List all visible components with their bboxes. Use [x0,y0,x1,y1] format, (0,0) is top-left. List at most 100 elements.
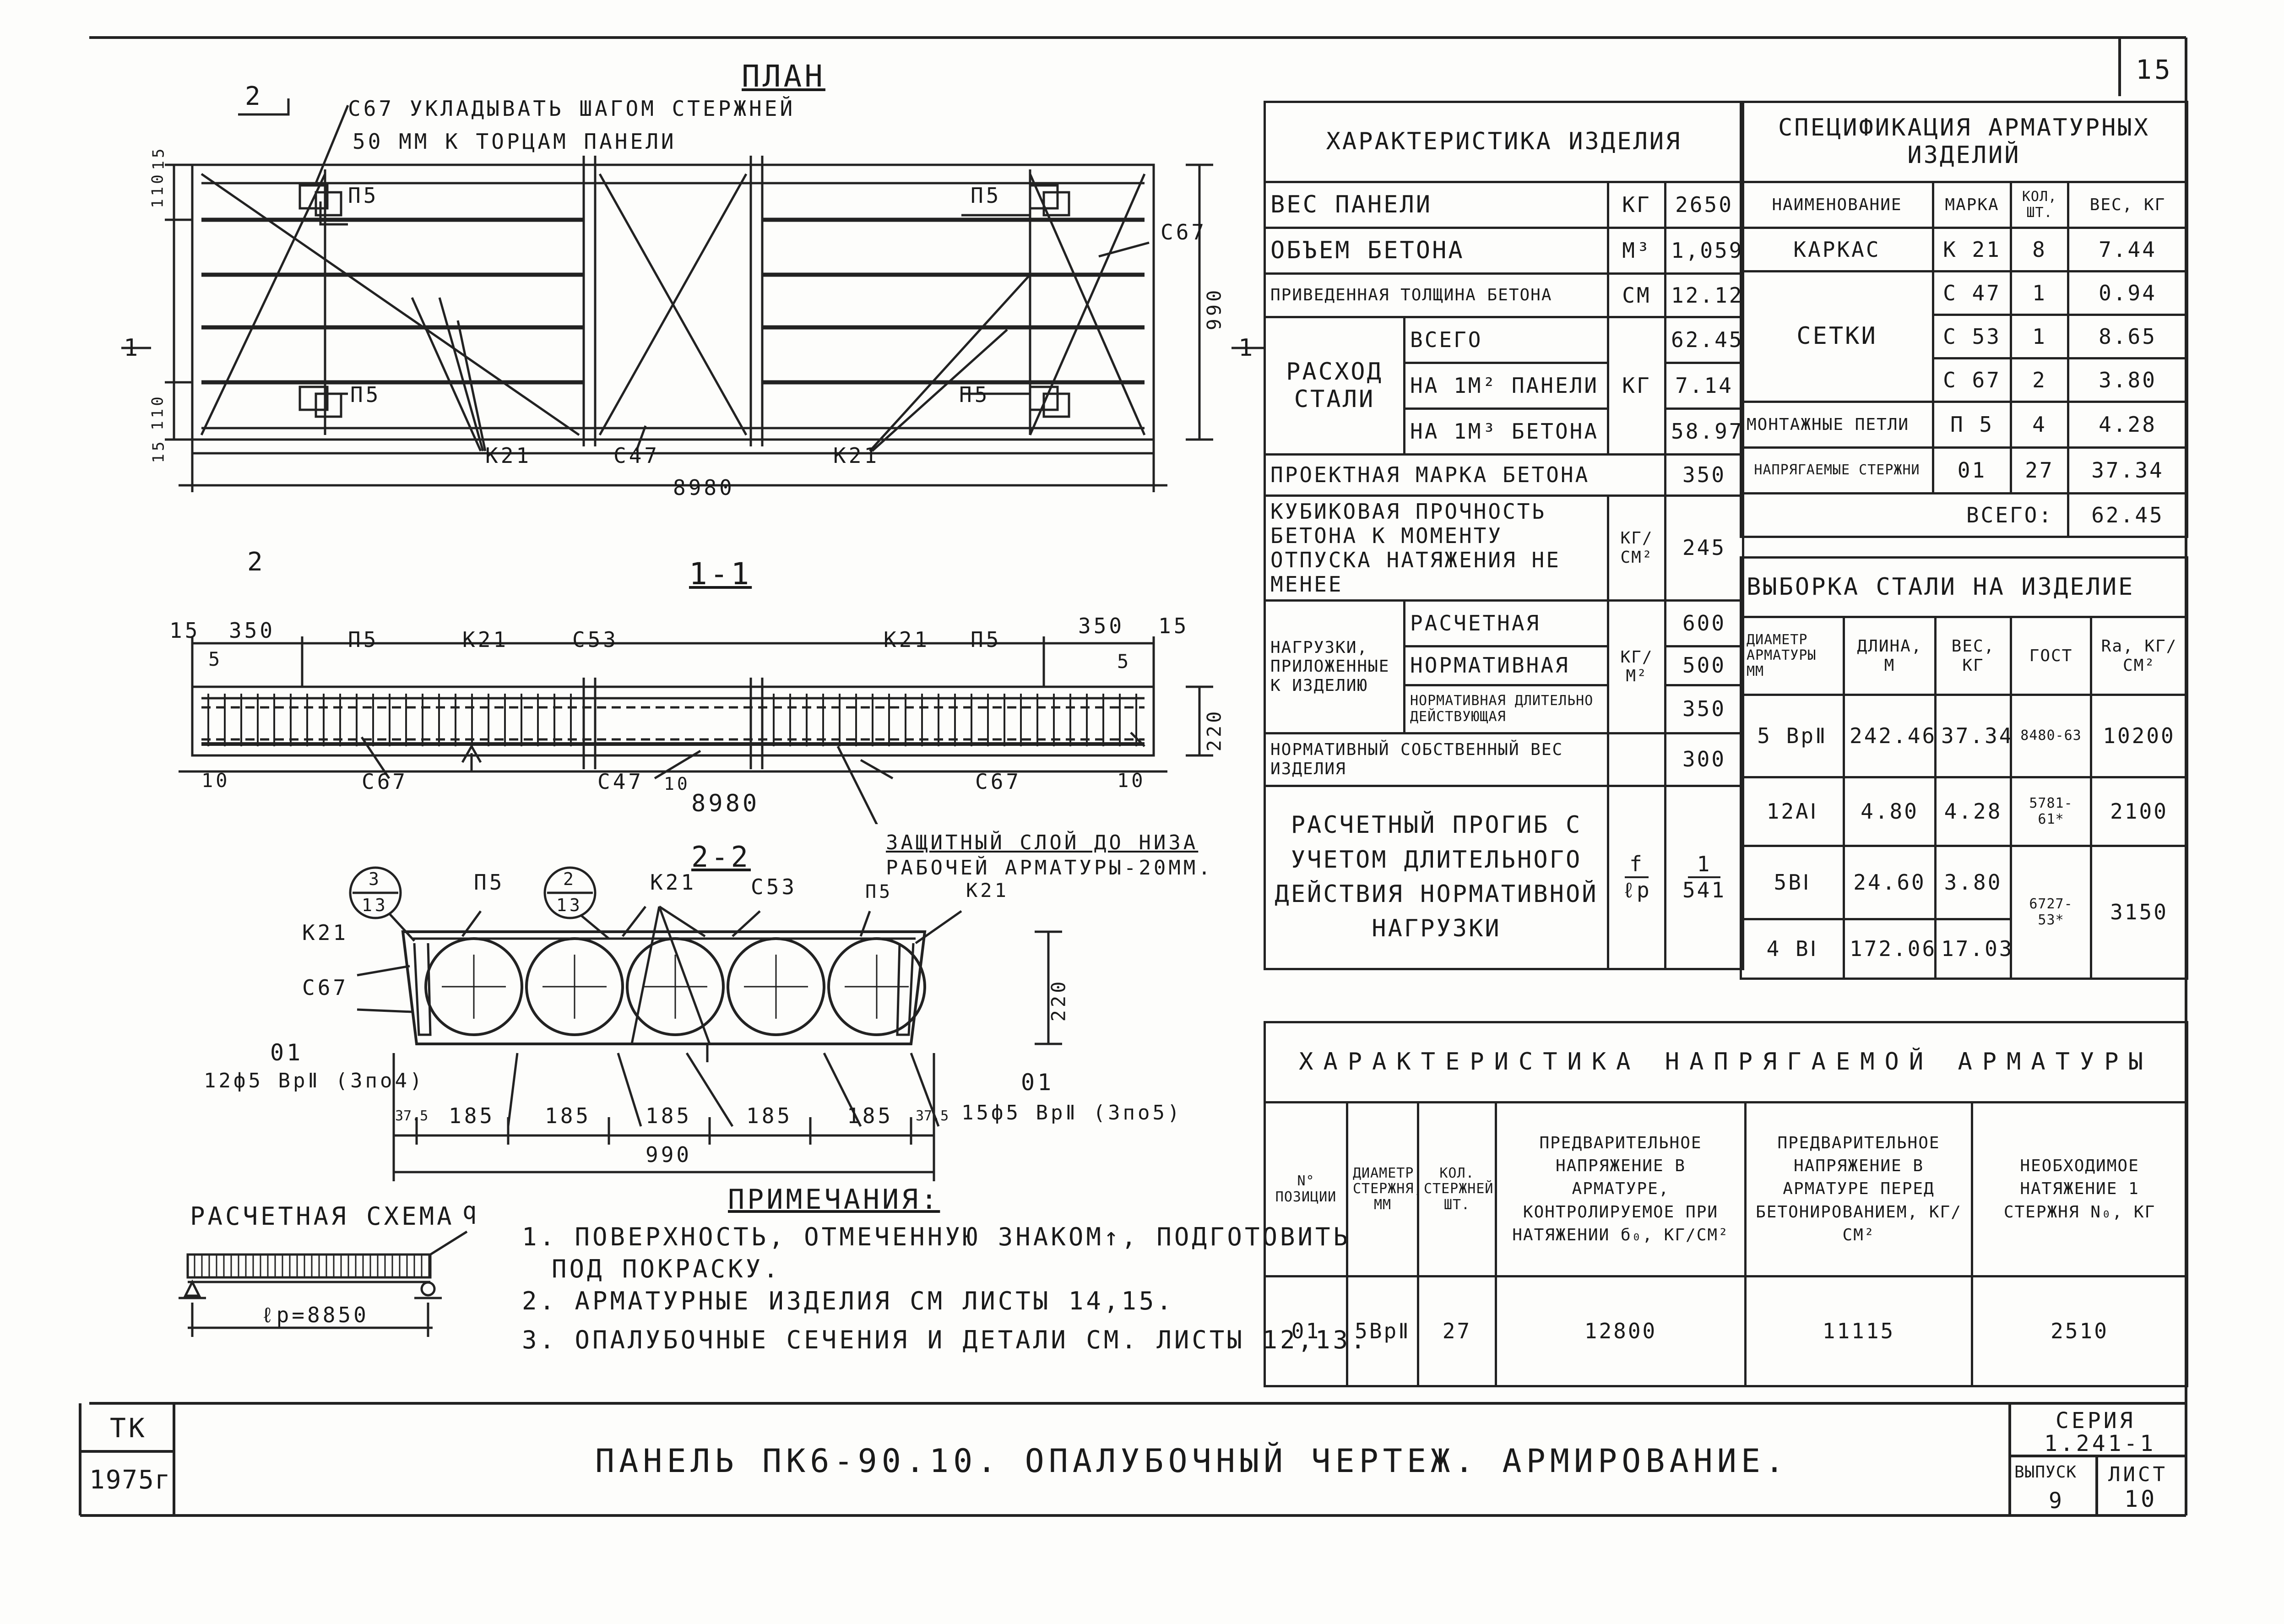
s22-bubble1-bottom: 13 [362,895,388,915]
title-block-sheet-label: ЛИСТ [2108,1463,2168,1486]
char-weight-unit: КГ [1607,181,1666,229]
prestress-pos: 01 [1264,1275,1348,1387]
char-cube-unit: КГ/СМ² [1607,494,1666,602]
s22-dim-375-right: 37.5 [916,1108,949,1124]
title-block-sheet: 10 [2124,1486,2158,1512]
s22-dim-185-3: 185 [646,1103,692,1128]
steel-row2-len: 24.60 [1843,845,1937,920]
spec-row5-weight: 37.34 [2067,446,2189,494]
spec-row0-weight: 7.44 [2067,227,2189,272]
s11-label-k21-left: К21 [462,627,509,652]
spec-row0-mark: К 21 [1932,227,2012,272]
char-steel-label: РАСХОД СТАЛИ [1264,316,1405,456]
s22-label-k21-left: К21 [302,920,349,945]
char-volume-unit: М³ [1607,227,1666,275]
s11-label-p5-right: П5 [971,627,1002,652]
protective-layer-line2: РАБОЧЕЙ АРМАТУРЫ-20ММ. [886,856,1213,880]
s22-dim-width: 990 [646,1142,692,1167]
char-deflection-value-top: 1 [1687,852,1721,879]
s11-dim-5-left: 5 [208,648,223,670]
s11-dim-10-right: 10 [1117,769,1146,792]
spec-head-qty: КОЛ, ШТ. [2010,181,2069,229]
prestress-qty: 27 [1417,1275,1497,1387]
spec-title: СПЕЦИФИКАЦИЯ АРМАТУРНЫХ ИЗДЕЛИЙ [1739,101,2189,183]
s22-label-c67: С67 [302,975,349,1000]
char-cube-value: 245 [1664,494,1744,602]
char-load-calc-value: 600 [1664,599,1744,647]
title-block-org: ТК [110,1412,147,1444]
steel-head-d: ДИАМЕТР АРМАТУРЫ ММ [1740,616,1845,696]
spec-row5-name: НАПРЯГАЕМЫЕ СТЕРЖНИ [1740,446,1934,494]
section11-drawing [179,636,1213,824]
section22-title: 2-2 [691,840,751,874]
prestress-head-qty: КОЛ. СТЕРЖНЕЙ, ШТ. [1417,1101,1497,1277]
plan-drawing [121,98,1264,492]
s22-label-p5-left: П5 [474,870,505,895]
s22-label-o1-left: 01 [270,1039,304,1066]
steel-head-ra: Rа, КГ/СМ² [2089,616,2189,696]
char-title: ХАРАКТЕРИСТИКА ИЗДЕЛИЯ [1264,101,1744,183]
s11-label-c47: С47 [597,769,644,794]
reinforcement-spec-table: СПЕЦИФИКАЦИЯ АРМАТУРНЫХ ИЗДЕЛИЙ НАИМЕНОВ… [1739,101,2189,538]
s22-label-o1-right: 01 [1021,1069,1054,1096]
spec-row0-name: КАРКАС [1740,227,1934,272]
spec-row1-qty: 1 [2010,270,2069,316]
char-deflection-unit-bottom: ℓр [1622,878,1651,903]
char-loads-label: НАГРУЗКИ, ПРИЛОЖЕННЫЕ К ИЗДЕЛИЮ [1264,599,1405,734]
char-weight-value: 2650 [1664,181,1744,229]
s22-dim-185-1: 185 [449,1103,495,1128]
scheme-drawing [179,1230,468,1337]
steel-row1-d: 12АⅠ [1740,776,1845,847]
steel-row2-w: 3.80 [1934,845,2012,920]
char-self-weight-label: НОРМАТИВНЫЙ СОБСТВЕННЫЙ ВЕС ИЗДЕЛИЯ [1264,732,1609,787]
char-steel-m2-value: 7.14 [1664,362,1744,410]
spec-row3-mark: С 67 [1932,357,2012,403]
s22-right-strand: 15ф5 ВрⅡ (3по5) [961,1101,1183,1124]
steel-row1-len: 4.80 [1843,776,1937,847]
steel-row1-w: 4.28 [1934,776,2012,847]
plan-label-p5-3: П5 [971,183,1002,208]
prestress-s2: 11115 [1744,1275,1973,1387]
plan-label-p5-2: П5 [350,382,381,407]
char-volume-label: ОБЪЕМ БЕТОНА [1264,227,1609,275]
spec-head-name: НАИМЕНОВАНИЕ [1740,181,1934,229]
prestress-title: ХАРАКТЕРИСТИКА НАПРЯГАЕМОЙ АРМАТУРЫ [1263,1021,2189,1103]
s11-dim-10-mid: 10 [664,774,690,794]
char-steel-unit: КГ [1607,316,1666,456]
plan-label-c47: С47 [613,443,660,468]
plan-dim-15-bottom: 15 [149,439,168,463]
char-deflection-label: РАСЧЕТНЫЙ ПРОГИБ С УЧЕТОМ ДЛИТЕЛЬНОГО ДЕ… [1264,784,1609,970]
s22-dim-185-2: 185 [545,1103,591,1128]
note-3: 3. ОПАЛУБОЧНЫЕ СЕЧЕНИЯ И ДЕТАЛИ СМ. ЛИСТ… [522,1325,1368,1354]
steel-row1-ra: 2100 [2089,776,2189,847]
char-load-norm-value: 500 [1664,645,1744,686]
plan-dim-110-bottom: 110 [148,394,167,430]
spec-row1-weight: 0.94 [2067,270,2189,316]
prestress-head-pos: N° ПОЗИЦИИ [1264,1101,1348,1277]
steel-selection-table: ВЫБОРКА СТАЛИ НА ИЗДЕЛИЕ ДИАМЕТР АРМАТУР… [1739,556,2189,980]
title-block-issue: 9 [2049,1488,2065,1514]
steel-row3-w: 17.03 [1934,918,2012,980]
spec-row0-qty: 8 [2010,227,2069,272]
plan-cut-2-bottom: 2 [247,547,266,577]
char-load-long-label: НОРМАТИВНАЯ ДЛИТЕЛЬНО ДЕЙСТВУЮЩАЯ [1403,684,1609,734]
s11-dim-10-left: 10 [201,769,230,792]
note-1-line2: ПОД ПОКРАСКУ. [552,1255,781,1283]
spec-row4-mark: П 5 [1932,401,2012,449]
steel-row0-d: 5 ВрⅡ [1740,694,1845,778]
s22-dim-185-4: 185 [746,1103,793,1128]
prestress-s1: 12800 [1495,1275,1747,1387]
title-block-issue-label: ВЫПУСК [2014,1463,2077,1482]
char-steel-m3-label: НА 1М³ БЕТОНА [1403,407,1609,456]
spec-row4-name: МОНТАЖНЫЕ ПЕТЛИ [1740,401,1934,449]
s22-bubble1-top: 3 [369,869,382,889]
plan-cut-1-right: 1 [1238,334,1256,362]
spec-row4-weight: 4.28 [2067,401,2189,449]
note-2: 2. АРМАТУРНЫЕ ИЗДЕЛИЯ СМ ЛИСТЫ 14,15. [522,1287,1174,1315]
steel-head-w: ВЕС, КГ [1934,616,2012,696]
char-thickness-value: 12.12 [1664,272,1744,318]
scheme-q: q [462,1197,480,1225]
spec-row3-weight: 3.80 [2067,357,2189,403]
char-thickness-unit: СМ [1607,272,1666,318]
